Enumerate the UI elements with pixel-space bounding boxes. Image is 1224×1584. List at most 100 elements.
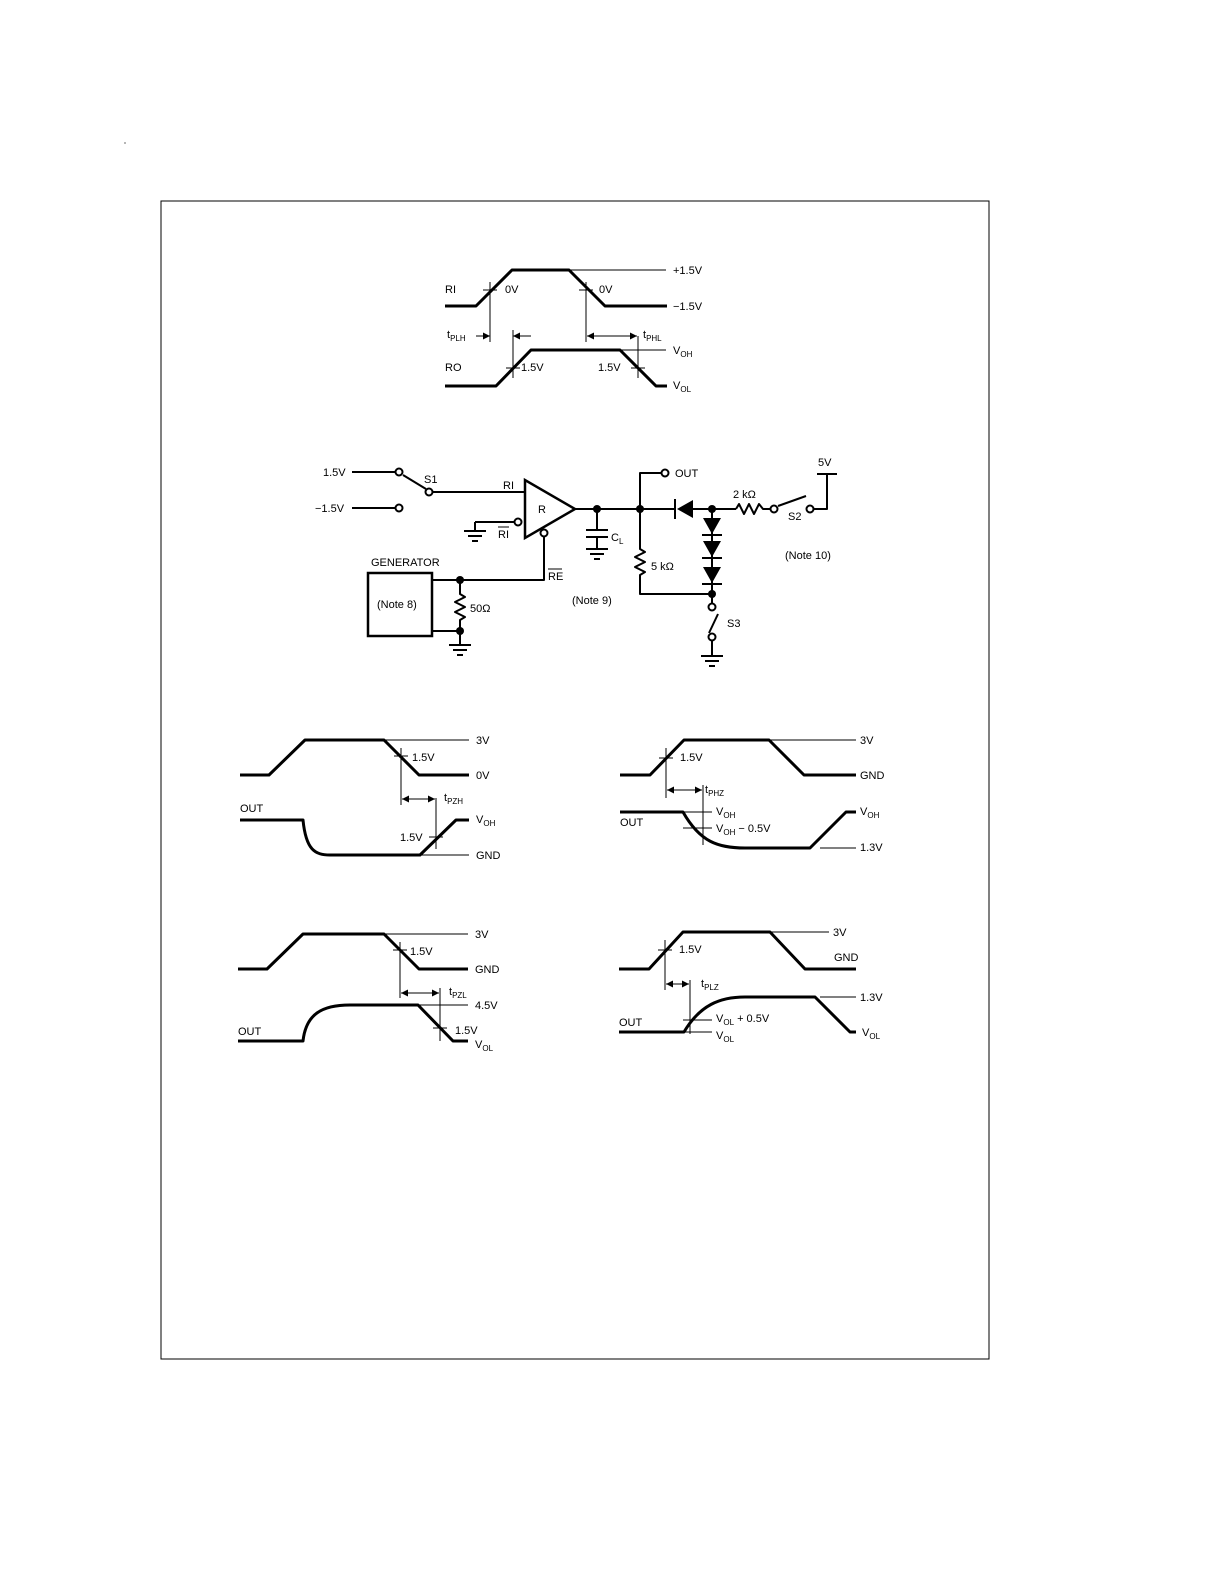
pzh-0v: 0V [476,770,490,782]
generator-box [366,571,434,638]
pzh-15v: 1.5V [412,752,435,764]
s2-contact-right [805,504,815,514]
note8-label: (Note 8) [377,599,417,611]
resistor-5k [634,509,712,595]
pzh-3v: 3V [476,735,490,747]
pzh-out: OUT [240,803,264,815]
pzl-gnd: GND [475,964,500,976]
in-plus-label: 1.5V [323,467,346,479]
tphz-label: tPHZ [705,784,724,798]
pzh-output-waveform [240,818,469,857]
plz-vol-a: VOL [716,1030,735,1044]
phz-voh-b: VOH [860,806,880,820]
wire-re [460,537,545,581]
s3-contact-bottom [707,632,717,642]
phz-voh-a: VOH [716,806,736,820]
pzl-out: OUT [238,1026,262,1038]
s1-contact-minus [394,503,404,513]
plz-out: OUT [619,1017,643,1029]
phz-out: OUT [620,817,644,829]
ri-label: RI [445,284,456,296]
diode-series [677,500,693,518]
r50-label: 50Ω [470,603,490,615]
phz-15v: 1.5V [680,752,703,764]
s3-label: S3 [727,618,740,630]
generator-label: GENERATOR [371,557,440,569]
tpzh-label: tPZH [444,792,463,806]
plz-13v: 1.3V [860,992,883,1004]
v5-label: 5V [818,457,832,469]
tplz-label: tPLZ [701,978,719,992]
plz-input-waveform [619,930,856,971]
phz-output-waveform [620,810,856,850]
pzl-3v: 3V [475,929,489,941]
out-label: OUT [675,468,699,480]
s1-contact-plus [394,467,404,477]
plus-label: +1.5V [673,265,703,277]
zero-left-label: 0V [505,284,519,296]
minus-label: −1.5V [673,301,703,313]
timing-phz: 3V 1.5V GND tPHZ OUT VOH VOH − 0.5V VOH … [620,735,885,854]
pzl-15v: 1.5V [410,946,433,958]
plz-3v: 3V [833,927,847,939]
diode-stack-3 [703,567,721,583]
pzl-vol: VOL [475,1039,494,1053]
r5k-label: 5 kΩ [651,561,674,573]
re-bar-pin [539,528,549,538]
resistor-50 [454,580,466,645]
pzl-o15: 1.5V [455,1025,478,1037]
cl-label: CL [611,532,624,546]
zero-right-label: 0V [599,284,613,296]
pzl-input-waveform [238,932,468,971]
pzl-45v: 4.5V [475,1000,498,1012]
tplh-label: tPLH [447,329,466,343]
s1-pivot [424,487,434,497]
timing-pzh: 3V 1.5V 0V OUT tPZH VOH 1.5V GND [240,735,501,862]
s2-contact-left [769,504,779,514]
timing-plz: 3V 1.5V GND tPLZ 1.3V OUT VOL + 0.5V VOL… [619,927,883,1044]
s3-contact-top [707,602,717,612]
ro-label: RO [445,362,462,374]
re-bar-label: RE [548,571,563,583]
ro-left-label: 1.5V [521,362,544,374]
pzl-output-waveform [238,1003,468,1043]
s1-blade [402,474,427,490]
r2k-label: 2 kΩ [733,489,756,501]
plz-output-waveform [619,995,856,1034]
in-minus-label: −1.5V [315,503,345,515]
ri-bar-label: RI [498,529,509,541]
phz-gnd: GND [860,770,885,782]
tphl-label: tPHL [643,329,662,343]
ri-wire-label: RI [503,480,514,492]
note10-label: (Note 10) [785,550,831,562]
phz-13v: 1.3V [860,842,883,854]
note9-label: (Note 9) [572,595,612,607]
test-circuit: 1.5V −1.5V S1 RI RI R RE GENERATOR (Note… [315,457,837,667]
voh-label: VOH [673,345,693,359]
pzh-gnd: GND [476,850,501,862]
ri-bar-pin [513,517,523,527]
s3-blade [708,613,719,634]
plz-gnd: GND [834,952,859,964]
vol-label: VOL [673,380,692,394]
page-speck [124,142,126,144]
receiver-triangle [523,477,578,541]
s1-label: S1 [424,474,437,486]
ro-waveform [445,348,667,388]
s2-blade [777,495,807,507]
phz-voh-minus: VOH − 0.5V [716,823,771,837]
plz-vol-plus: VOL + 0.5V [716,1013,770,1027]
resistor-2k [735,503,770,515]
figure-frame [160,200,990,1360]
phz-input-waveform [620,738,856,777]
diode-stack-1 [703,518,721,534]
pzh-o15: 1.5V [400,832,423,844]
s2-label: S2 [788,511,801,523]
tpzl-label: tPZL [449,986,467,1000]
ri-waveform [445,268,667,308]
plz-vol-b: VOL [862,1027,881,1041]
plz-15v: 1.5V [679,944,702,956]
pzh-input-waveform [240,738,469,777]
diode-stack-2 [703,541,721,557]
